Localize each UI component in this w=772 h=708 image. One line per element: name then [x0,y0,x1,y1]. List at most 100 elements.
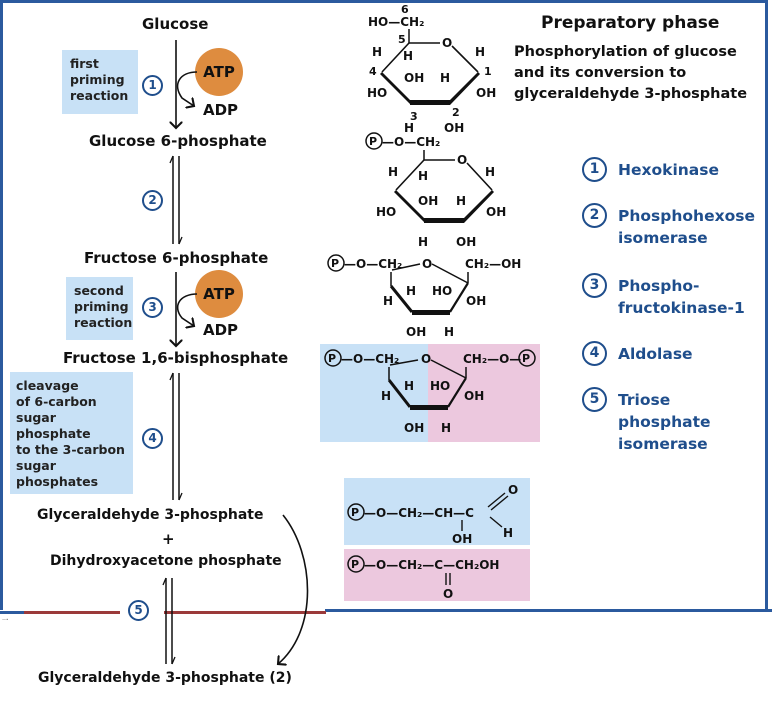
svg-text:H: H [383,294,393,308]
note-line: reaction [70,88,129,103]
svg-text:OH: OH [456,235,476,249]
svg-text:P: P [351,506,359,519]
phase-divider-right [164,611,326,614]
structure-fructose-1-6-bisphosphate: P —O—CH₂ O CH₂—O— P H H HO OH OH H [324,349,536,435]
highlight-f16bp-left [320,344,428,442]
svg-text:P: P [331,257,339,270]
enzyme-1-hexokinase: 1 Hexokinase [582,157,719,182]
frame-bottom-border-left [0,611,24,614]
enzyme-name: Hexokinase [618,161,719,179]
metabolite-dihydroxyacetone-phosphate: Dihydroxyacetone phosphate [50,553,282,569]
highlight-dhap-structure [344,549,530,601]
enzyme-3-phosphofructokinase-1: 3 Phospho-fructokinase-1 [582,273,745,317]
svg-text:—O—CH₂: —O—CH₂ [344,257,402,271]
phase-subtitle: Phosphorylation of glucose and its conve… [514,42,747,105]
glc-ring-oxygen: O [442,36,452,50]
svg-text:—O—CH₂—CH—C: —O—CH₂—CH—C [364,506,474,520]
svg-text:OH: OH [404,421,424,435]
enzyme-name: Phospho-fructokinase-1 [618,277,745,317]
step-2-marker: 2 [142,190,163,211]
gap-direct-arrow [278,514,309,664]
svg-text:HO: HO [376,205,396,219]
svg-text:OH: OH [476,86,496,100]
note-line: of 6-carbon [16,394,97,409]
svg-text:P: P [369,135,377,148]
subtitle-line: glyceraldehyde 3-phosphate [514,86,748,102]
svg-text:OH: OH [452,532,472,546]
svg-text:CH₂—OH: CH₂—OH [465,257,521,271]
svg-text:OH: OH [464,389,484,403]
structure-glucose: 6 HO—CH₂ 5 O H H 4 HO OH H H 1 OH 3 2 H … [367,3,496,135]
atp-circle-step-3: ATP [195,270,243,318]
note-line: priming [70,72,125,87]
note-cleavage: cleavage of 6-carbon sugar phosphate to … [10,372,133,494]
svg-text:3: 3 [410,110,418,123]
note-line: sugar [16,458,56,473]
svg-text:HO: HO [430,379,450,393]
svg-text:OH: OH [444,121,464,135]
adp-label-step-1: ADP [203,101,239,119]
svg-text:H: H [404,121,414,135]
enzyme-number-ring: 3 [582,273,607,298]
step-3-marker: 3 [142,297,163,318]
svg-text:H: H [381,389,391,403]
svg-text:H: H [475,45,485,59]
enzyme-name: Aldolase [618,345,693,363]
enzyme-number-ring: 1 [582,157,607,182]
phase-divider-left [24,611,120,614]
structure-glucose-6-phosphate: P —O—CH₂ O H H H HO OH H OH H OH [365,132,506,249]
svg-text:H: H [406,284,416,298]
svg-text:H: H [456,194,466,208]
phosphate-icon [347,503,365,521]
note-line: second [74,283,124,298]
structure-dihydroxyacetone-phosphate: P —O—CH₂—C—CH₂OH O [347,555,499,601]
svg-text:OH: OH [486,205,506,219]
svg-text:CH₂—O—: CH₂—O— [463,352,521,366]
atp-to-adp-arrow-1 [176,71,198,106]
metabolite-fructose-6-phosphate: Fructose 6-phosphate [84,249,269,267]
corner-mark: —• [2,617,9,622]
svg-text:—O—CH₂: —O—CH₂ [382,135,440,149]
note-second-priming-reaction: second priming reaction [66,277,133,340]
svg-text:H: H [372,45,382,59]
enzyme-number-ring: 4 [582,341,607,366]
metabolite-glyceraldehyde-3-phosphate: Glyceraldehyde 3-phosphate [37,507,264,523]
svg-text:OH: OH [406,325,426,339]
svg-text:O: O [421,352,431,366]
phosphate-icon [365,132,383,150]
svg-text:O: O [443,587,453,601]
svg-text:O: O [508,483,518,497]
frame-bottom-border [325,609,772,612]
svg-text:H: H [503,526,513,540]
glc-ho-ch2: HO—CH₂ [368,15,424,29]
svg-text:5: 5 [398,33,406,46]
metabolite-glyceraldehyde-3-phosphate-2: Glyceraldehyde 3-phosphate (2) [38,670,292,686]
metabolite-glucose: Glucose [142,15,209,33]
svg-text:H: H [440,71,450,85]
svg-text:O: O [422,257,432,271]
structure-glyceraldehyde-3-phosphate: P —O—CH₂—CH—C O H OH [347,483,518,546]
svg-text:—O—CH₂: —O—CH₂ [341,352,399,366]
svg-text:H: H [444,325,454,339]
preparatory-phase-frame [0,0,768,610]
svg-text:HO: HO [367,86,387,100]
svg-text:P: P [328,352,336,365]
enzyme-number-ring: 5 [582,387,607,412]
svg-text:P: P [522,352,530,365]
svg-text:H: H [403,49,413,63]
svg-text:H: H [418,235,428,249]
note-line: phosphates [16,474,99,489]
svg-text:H: H [388,165,398,179]
enzyme-number-ring: 2 [582,203,607,228]
svg-text:4: 4 [369,65,377,78]
atp-to-adp-arrow-3 [176,293,198,326]
svg-text:OH: OH [418,194,438,208]
note-line: sugar phosphate [16,410,91,441]
svg-text:HO: HO [432,284,452,298]
highlight-f16bp-right [428,344,540,442]
atp-circle-step-1: ATP [195,48,243,96]
note-line: reaction [74,315,133,330]
